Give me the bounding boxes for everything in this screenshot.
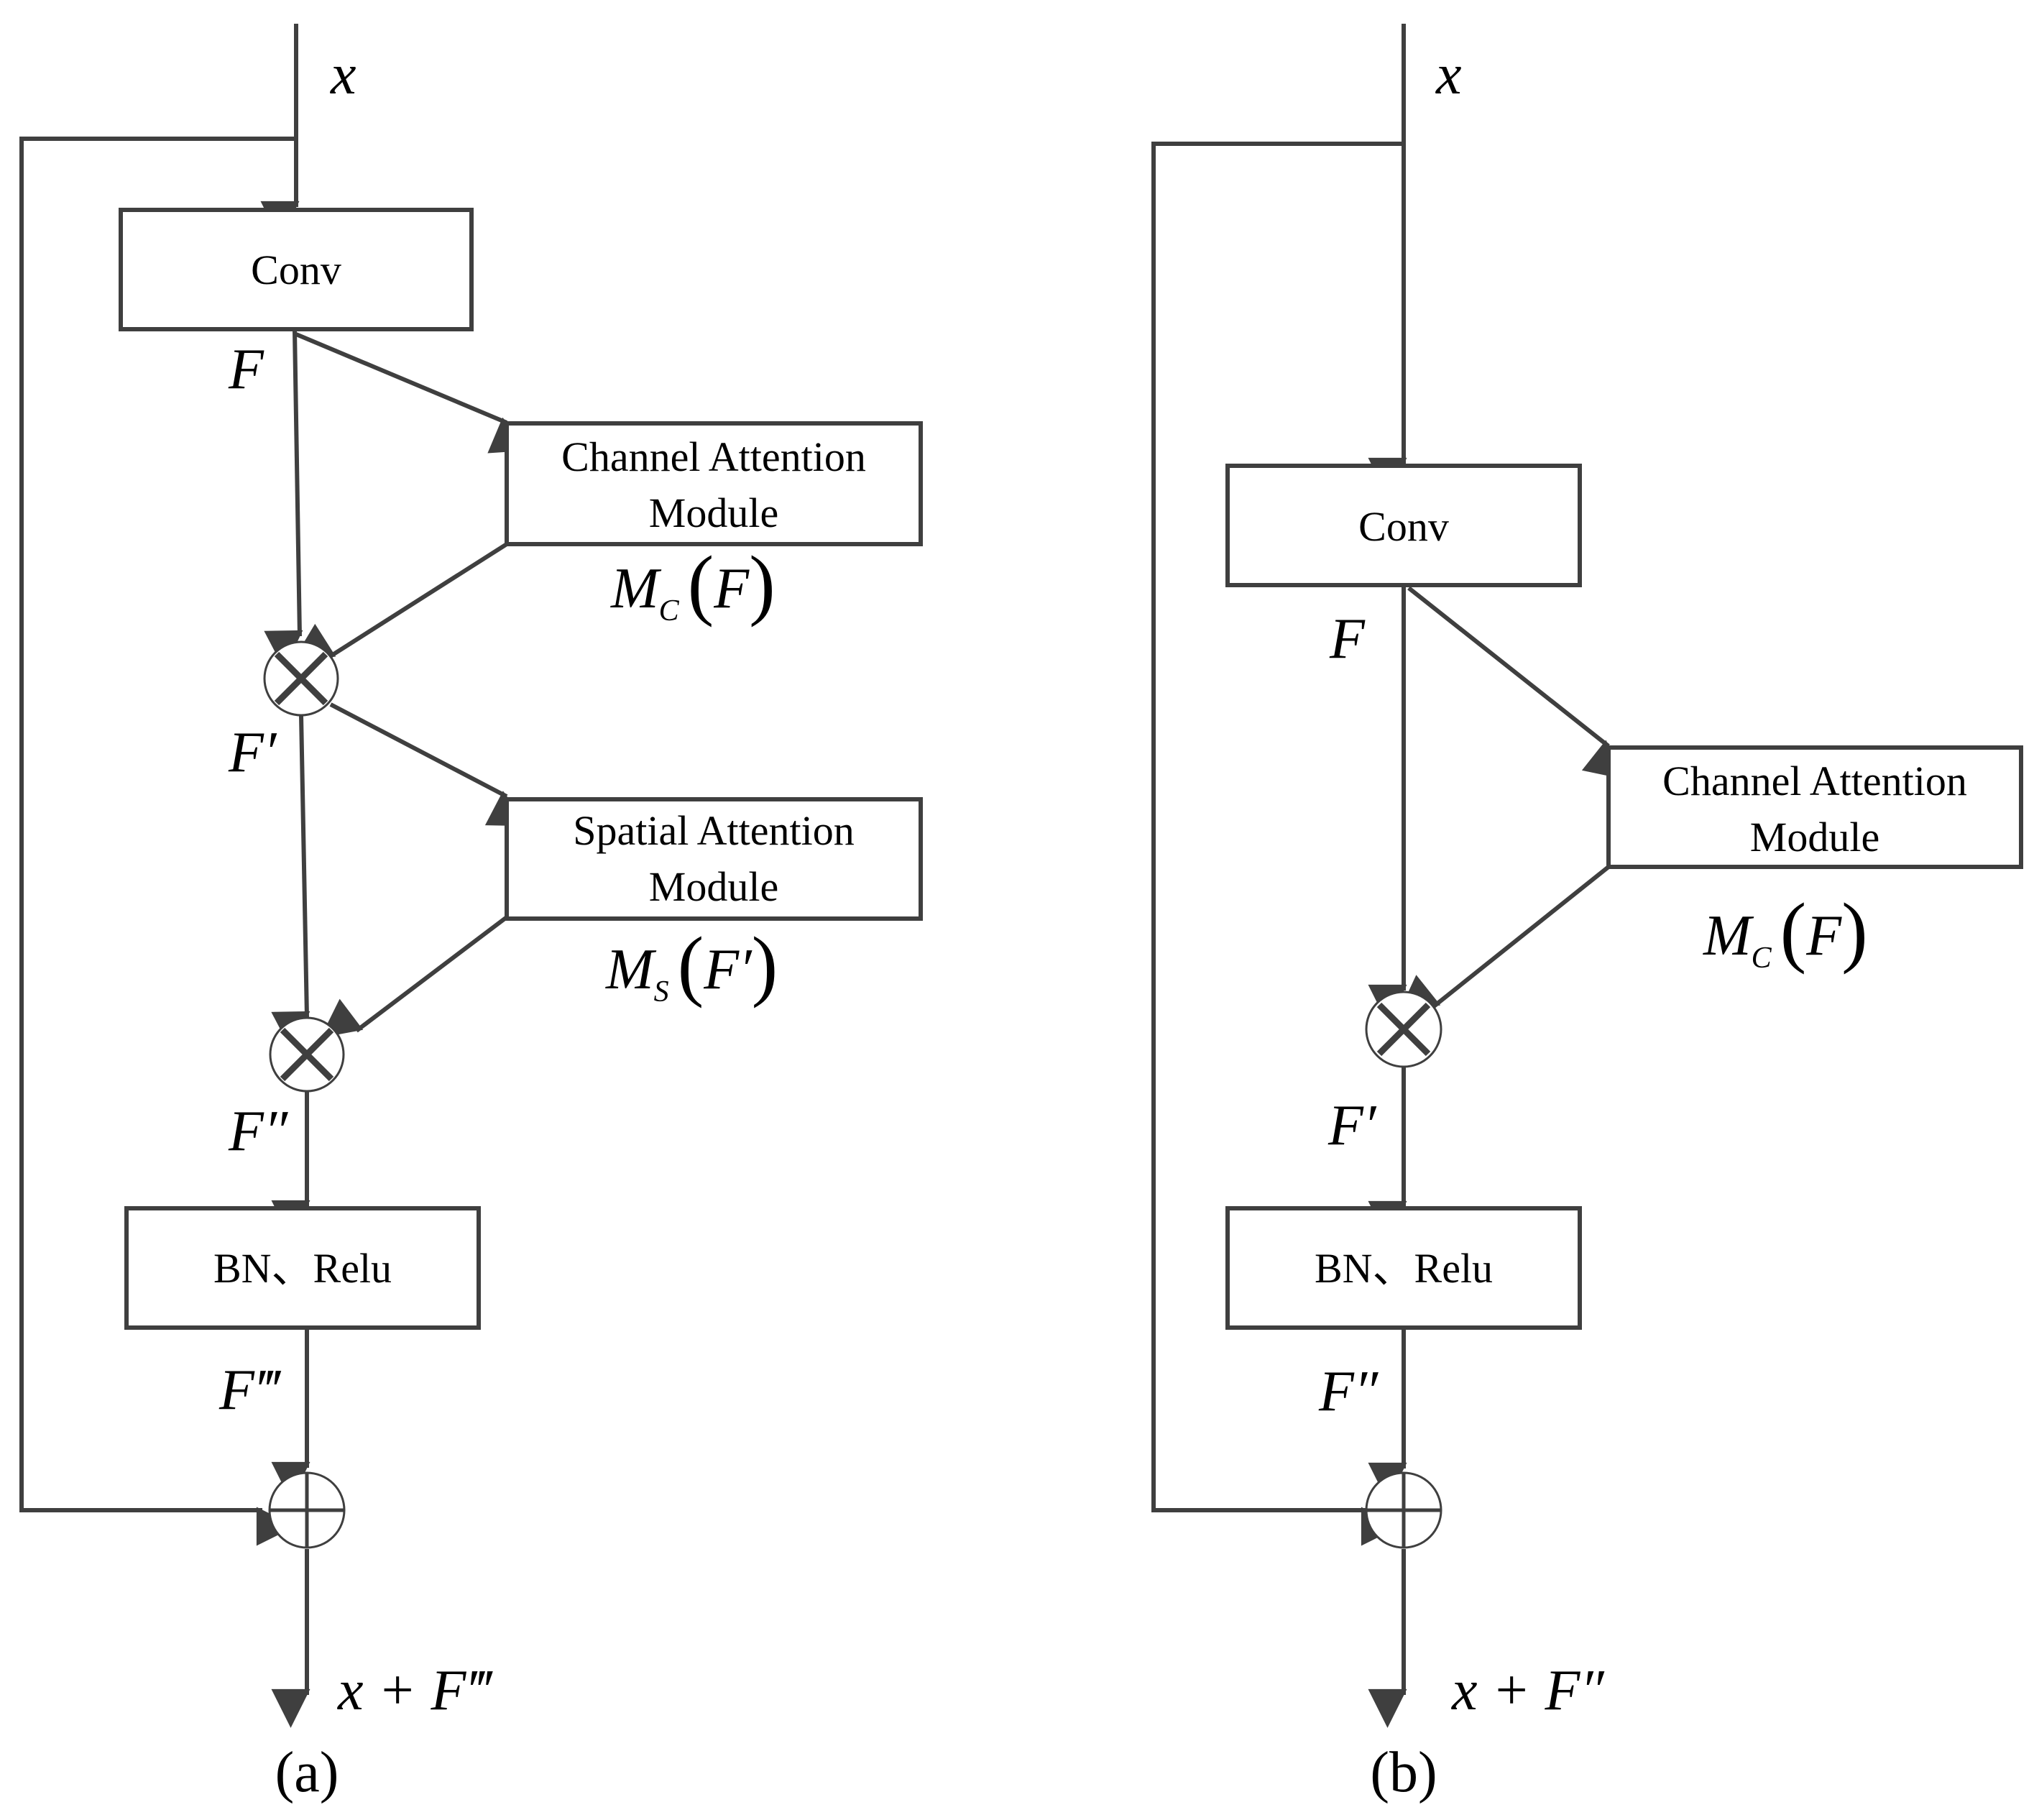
channel-attention-label-1-b: Channel Attention — [1662, 758, 1967, 804]
input-x-label-b: x — [1435, 43, 1462, 106]
ftriple-label: F‴ — [218, 1359, 282, 1422]
caption-a: (a) — [275, 1741, 339, 1804]
channel-attention-box-b — [1606, 745, 2023, 869]
conv-to-cam-arrow-b — [1407, 586, 1625, 780]
caption-b: (b) — [1370, 1741, 1437, 1804]
input-x-label: x — [330, 43, 356, 106]
panel-b: Conv Channel Attention Module BN、Relu x … — [1151, 24, 2023, 1804]
multiply-operator-2 — [269, 1016, 345, 1093]
output-label-b: x + F″ — [1451, 1659, 1605, 1722]
conv-box — [119, 208, 474, 331]
conv-label-b: Conv — [1358, 503, 1449, 550]
multiply1-to-multiply2-arrow — [271, 714, 310, 1051]
fdouble-label: F″ — [228, 1100, 289, 1163]
panel-a: Conv Channel Attention Module Spatial At… — [19, 24, 923, 1804]
ms-label: MS(F′) — [605, 921, 778, 1008]
mc-label-b: MC(F) — [1703, 887, 1868, 975]
channel-attention-label-2: Module — [649, 490, 778, 536]
channel-attention-label-2-b: Module — [1750, 814, 1879, 860]
multiply-operator-b — [1365, 991, 1442, 1068]
spatial-attention-label-1: Spatial Attention — [573, 807, 854, 854]
f-label-b: F — [1329, 607, 1366, 671]
skip-connection-b — [1151, 142, 1404, 1546]
bn-relu-label-b: BN、Relu — [1315, 1245, 1493, 1292]
mc-subscript: C — [659, 594, 680, 628]
conv-to-multiply1-arrow — [264, 330, 303, 670]
conv-to-cam-arrow — [295, 332, 531, 454]
cam-to-multiply-arrow-b — [1398, 865, 1610, 1015]
multiply1-to-sam-arrow — [329, 702, 529, 827]
skip-connection — [19, 137, 296, 1546]
output-label: x + F‴ — [337, 1659, 493, 1722]
bn-relu-label: BN、Relu — [213, 1245, 392, 1292]
ms-subscript: S — [654, 975, 669, 1008]
bn-relu-box — [124, 1206, 481, 1330]
bn-relu-box-b — [1225, 1206, 1582, 1330]
fprime-label-b: F′ — [1327, 1094, 1377, 1157]
channel-attention-box — [505, 421, 923, 546]
multiply-operator-1 — [263, 640, 339, 717]
conv-label: Conv — [251, 247, 341, 293]
sam-to-multiply2-arrow — [320, 915, 508, 1038]
spatial-attention-box — [505, 797, 923, 921]
add-operator-b — [1365, 1471, 1442, 1549]
fdouble-label-b: F″ — [1318, 1360, 1379, 1423]
spatial-attention-label-2: Module — [649, 863, 778, 910]
f-label: F — [228, 338, 264, 401]
channel-attention-label-1: Channel Attention — [561, 433, 866, 480]
cam-to-multiply1-arrow — [293, 542, 508, 661]
mc-subscript-b: C — [1752, 942, 1772, 975]
conv-box-b — [1225, 464, 1582, 587]
fprime-label: F′ — [228, 721, 277, 784]
add-operator — [268, 1471, 346, 1549]
mc-label: MC(F) — [610, 540, 776, 628]
